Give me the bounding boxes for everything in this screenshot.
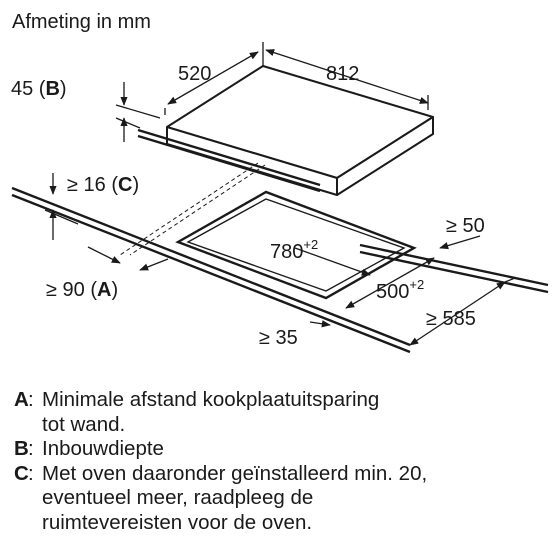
front-distance-label: ≥ 35 (259, 327, 298, 349)
legend-key: C (14, 461, 29, 485)
wall-distance-label: ≥ 90 (A) (46, 279, 118, 301)
legend-item-a: A : Minimale afstand kookplaatuitsparing… (14, 388, 554, 437)
hob-front-surface (336, 116, 434, 196)
legend-key: B (14, 437, 29, 460)
worktop-depth-label: ≥ 585 (426, 308, 476, 330)
install-depth-label: 45 (B) (11, 78, 67, 100)
projection-lines (119, 162, 266, 256)
cutout-depth-label: 500+2 (376, 277, 424, 303)
legend-text: Met oven daaronder geïnstalleerd min. 20… (42, 461, 428, 534)
hob (166, 65, 434, 196)
legend-text: Minimale afstand kookplaatuitsparing tot… (42, 388, 380, 436)
installation-diagram: Afmeting in mm (11, 11, 549, 354)
side-distance-label: ≥ 50 (446, 215, 485, 237)
hob-width-label: 812 (326, 63, 359, 85)
hob-depth-label: 520 (178, 63, 211, 85)
legend-item-b: B : Inbouwdiepte (14, 437, 554, 462)
dimension-lines (44, 42, 516, 346)
diagram-title: Afmeting in mm (12, 11, 151, 33)
cutout (175, 190, 417, 300)
oven-distance-label: ≥ 16 (C) (67, 174, 139, 196)
legend: A : Minimale afstand kookplaatuitsparing… (14, 388, 554, 535)
legend-item-c: C : Met oven daaronder geïnstalleerd min… (14, 462, 554, 536)
legend-key: A (14, 388, 29, 411)
mounting-plate (137, 128, 321, 193)
legend-text: Inbouwdiepte (42, 437, 164, 460)
cutout-width-label: 780+2 (270, 237, 318, 263)
